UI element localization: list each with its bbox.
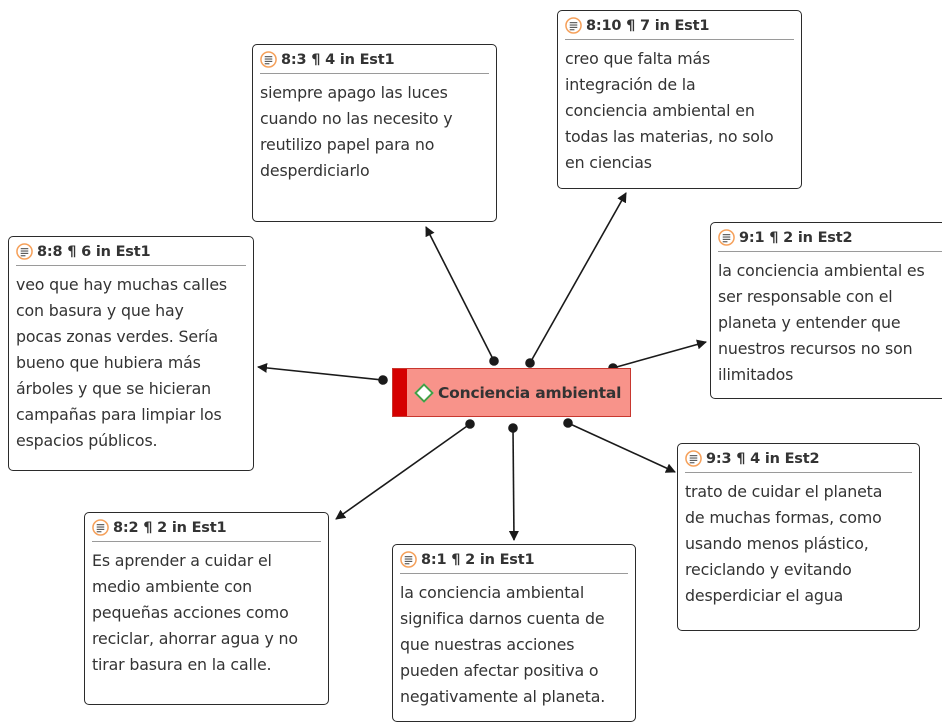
- quotation-card-8-10[interactable]: 8:10 ¶ 7 in Est1 creo que falta más inte…: [557, 10, 802, 189]
- quotation-card-9-3[interactable]: 9:3 ¶ 4 in Est2 trato de cuidar el plane…: [677, 443, 920, 631]
- link-to-8-3: [425, 226, 495, 362]
- code-diamond-icon: [414, 382, 434, 403]
- quotation-title: 8:3 ¶ 4 in Est1: [281, 51, 395, 68]
- quotation-document-icon: [400, 551, 417, 568]
- link-dot: [563, 418, 573, 428]
- quotation-text: la conciencia ambiental es ser responsab…: [718, 261, 925, 384]
- quotation-text: siempre apago las luces cuando no las ne…: [260, 83, 453, 180]
- code-node-conciencia-ambiental[interactable]: Conciencia ambiental: [392, 368, 631, 417]
- quotation-document-icon: [16, 243, 33, 260]
- quotation-header: 9:3 ¶ 4 in Est2: [685, 450, 912, 473]
- quotation-text: Es aprender a cuidar el medio ambiente c…: [92, 551, 298, 674]
- quotation-card-9-1[interactable]: 9:1 ¶ 2 in Est2 la conciencia ambiental …: [710, 222, 942, 399]
- quotation-header: 8:3 ¶ 4 in Est1: [260, 51, 489, 74]
- quotation-header: 8:8 ¶ 6 in Est1: [16, 243, 246, 266]
- quotation-document-icon: [92, 519, 109, 536]
- link-to-8-2: [335, 423, 471, 520]
- quotation-card-8-2[interactable]: 8:2 ¶ 2 in Est1 Es aprender a cuidar el …: [84, 512, 329, 705]
- quotation-title: 9:1 ¶ 2 in Est2: [739, 229, 853, 246]
- link-dot: [525, 358, 535, 368]
- quotation-header: 8:2 ¶ 2 in Est1: [92, 519, 321, 542]
- link-dot: [378, 375, 388, 385]
- link-to-9-3: [567, 422, 676, 473]
- quotation-title: 8:1 ¶ 2 in Est1: [421, 551, 535, 568]
- quotation-document-icon: [685, 450, 702, 467]
- quotation-card-8-3[interactable]: 8:3 ¶ 4 in Est1 siempre apago las luces …: [252, 44, 497, 222]
- link-dot: [489, 356, 499, 366]
- quotation-card-8-1[interactable]: 8:1 ¶ 2 in Est1 la conciencia ambiental …: [392, 544, 636, 722]
- quotation-text: veo que hay muchas calles con basura y q…: [16, 275, 227, 450]
- quotation-title: 8:8 ¶ 6 in Est1: [37, 243, 151, 260]
- quotation-title: 8:10 ¶ 7 in Est1: [586, 17, 710, 34]
- quotation-document-icon: [260, 51, 277, 68]
- quotation-header: 9:1 ¶ 2 in Est2: [718, 229, 942, 252]
- quotation-card-8-8[interactable]: 8:8 ¶ 6 in Est1 veo que hay muchas calle…: [8, 236, 254, 471]
- link-dot: [508, 423, 518, 433]
- quotation-header: 8:10 ¶ 7 in Est1: [565, 17, 794, 40]
- quotation-text: la conciencia ambiental significa darnos…: [400, 583, 606, 706]
- link-to-8-1: [508, 427, 519, 541]
- quotation-title: 8:2 ¶ 2 in Est1: [113, 519, 227, 536]
- quotation-document-icon: [718, 229, 735, 246]
- quotation-title: 9:3 ¶ 4 in Est2: [706, 450, 820, 467]
- quotation-text: trato de cuidar el planeta de muchas for…: [685, 482, 883, 605]
- link-to-8-10: [529, 192, 627, 364]
- quotation-text: creo que falta más integración de la con…: [565, 49, 774, 172]
- code-label: Conciencia ambiental: [438, 383, 622, 402]
- quotation-document-icon: [565, 17, 582, 34]
- link-to-9-1: [612, 339, 707, 369]
- link-dot: [465, 419, 475, 429]
- quotation-header: 8:1 ¶ 2 in Est1: [400, 551, 628, 574]
- code-color-bar: [393, 369, 407, 416]
- link-to-8-8: [257, 362, 384, 381]
